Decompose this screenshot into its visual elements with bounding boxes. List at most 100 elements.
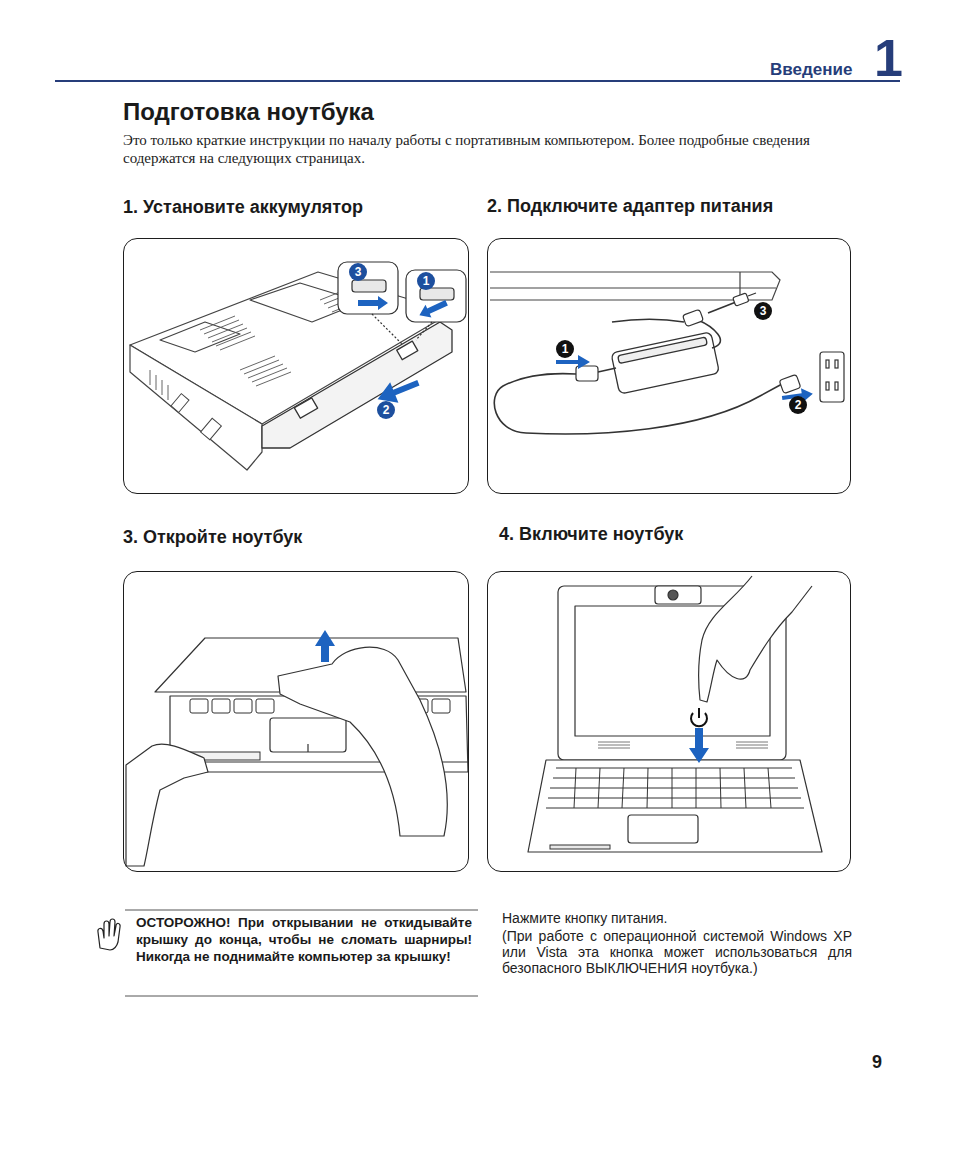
laptop-front <box>628 815 698 843</box>
power-adapter <box>618 337 708 364</box>
keyboard-keys <box>432 699 450 713</box>
keyboard-keys <box>550 845 610 849</box>
power-cord <box>494 374 782 434</box>
power-cord <box>708 302 736 313</box>
plug <box>733 293 749 306</box>
step-panel: 1. Установите аккумулятор <box>123 196 469 494</box>
power-cord <box>612 319 684 322</box>
wall-outlet <box>820 352 844 402</box>
callout-number: 3 <box>754 302 772 320</box>
keyboard-keys <box>256 699 274 713</box>
plug <box>748 293 756 296</box>
latch-inset <box>416 322 432 340</box>
wall-outlet <box>820 352 844 402</box>
laptop-underside <box>130 345 262 470</box>
hand <box>278 647 447 836</box>
callout-number: 1 <box>556 340 574 358</box>
keyboard-keys <box>234 699 252 713</box>
speaker-grille <box>598 742 768 748</box>
panel-border <box>487 238 851 494</box>
step-heading: 3. Откройте ноутбук <box>123 526 302 548</box>
wall-outlet <box>826 382 829 390</box>
blue-arrow <box>315 630 335 662</box>
header-rule <box>55 80 900 82</box>
panel-border <box>487 571 851 872</box>
page-title: Подготовка ноутбука <box>123 98 374 126</box>
power-cord <box>598 368 616 372</box>
blue-arrow <box>556 355 814 405</box>
wall-outlet <box>826 360 829 368</box>
blue-arrow <box>689 728 709 763</box>
keyboard-keys <box>546 768 804 808</box>
panel-border <box>123 571 469 872</box>
section-name: Введение <box>770 60 852 80</box>
speaker-grille <box>598 742 768 748</box>
step-heading: 4. Включите ноутбук <box>499 523 683 545</box>
hand <box>699 576 812 702</box>
power-cord <box>494 302 782 434</box>
page-number: 9 <box>872 1052 882 1072</box>
step-panel: 3. Откройте ноутбук <box>123 526 469 872</box>
hand <box>699 576 812 702</box>
laptop-half-open <box>270 718 346 752</box>
vent-grille <box>240 356 291 386</box>
laptop-underside <box>160 322 240 352</box>
plug <box>779 374 801 393</box>
side-ports <box>201 418 222 440</box>
vent-grille <box>150 290 357 400</box>
keyboard-keys <box>190 699 208 713</box>
blue-arrow <box>315 630 335 662</box>
hand <box>126 744 208 866</box>
step-panel: 4. Включите ноутбук <box>487 523 851 872</box>
chapter-number: 1 <box>874 32 903 84</box>
webcam <box>655 586 701 604</box>
vent-grille <box>150 370 168 400</box>
wall-outlet <box>835 382 838 390</box>
plug <box>576 366 598 381</box>
step-heading: 1. Установите аккумулятор <box>123 196 363 218</box>
step-panel: 2. Подключите адаптер питания <box>487 195 851 494</box>
side-ports <box>171 394 189 413</box>
callout-number: 2 <box>789 396 807 414</box>
blue-arrow <box>416 296 449 321</box>
warning-rule <box>125 910 478 996</box>
latch-inset <box>406 270 466 322</box>
callout-number: 2 <box>377 401 395 419</box>
power-symbol <box>691 708 707 726</box>
laptop-front <box>528 760 822 852</box>
step-heading: 2. Подключите адаптер питания <box>487 195 773 217</box>
laptop-edge <box>490 287 776 288</box>
battery-pack <box>294 398 317 418</box>
blue-arrow <box>689 728 709 763</box>
latch-inset <box>372 314 402 344</box>
keyboard-keys <box>212 699 230 713</box>
blue-arrow <box>358 296 450 409</box>
hand <box>126 647 447 866</box>
laptop-half-open <box>307 744 308 752</box>
battery-pack <box>262 322 452 448</box>
blue-arrow <box>358 296 388 310</box>
plug <box>576 293 801 394</box>
latch-inset <box>352 280 386 292</box>
side-ports <box>171 394 276 442</box>
wall-outlet <box>835 360 838 368</box>
webcam <box>668 590 678 600</box>
plug <box>682 309 703 326</box>
warning-note: ОСТОРОЖНО! При открывании не откидывайте… <box>136 914 472 965</box>
callout-number: 3 <box>349 263 367 281</box>
header-rule <box>55 80 900 82</box>
laptop-underside <box>130 272 452 470</box>
warning-hand-icon <box>98 919 120 950</box>
power-adapter <box>611 332 720 394</box>
vent-grille <box>200 316 255 350</box>
keyboard-keys <box>574 768 771 808</box>
power-cord <box>698 320 720 348</box>
power-adapter <box>611 332 720 394</box>
power-symbol <box>698 708 700 718</box>
note-text: (При работе с операционной системой Wind… <box>502 928 852 976</box>
intro-text: Это только краткие инструкции по началу … <box>123 131 858 167</box>
warning-hand-icon <box>98 919 120 950</box>
keyboard-keys <box>546 768 804 849</box>
